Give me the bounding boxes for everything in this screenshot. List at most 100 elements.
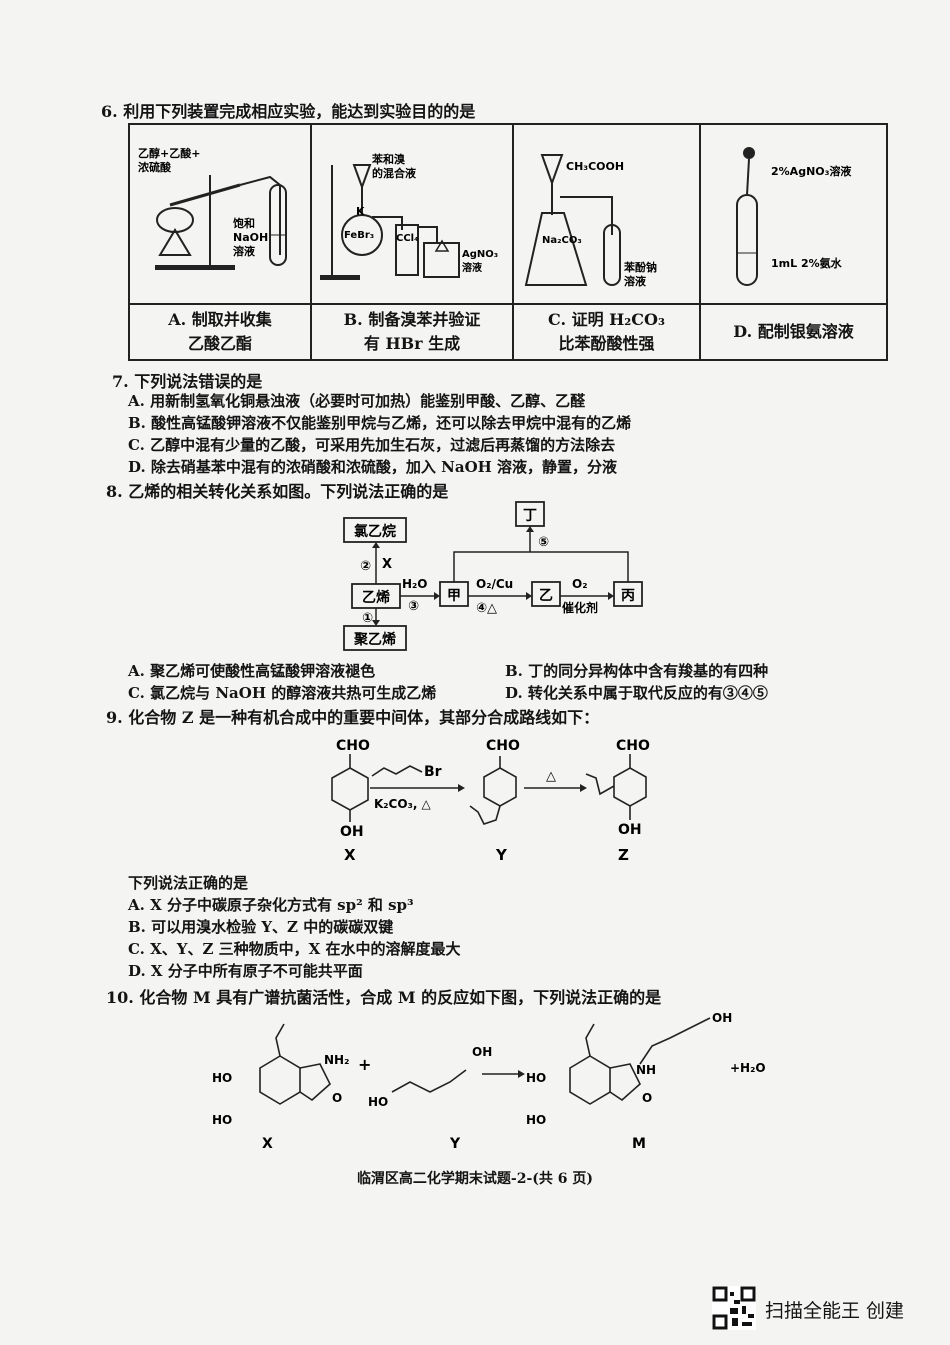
- apparatus-c-label-3: 苯酚钠: [623, 260, 657, 274]
- q10-reaction-scheme: NH₂ O HO HO X + HO OH Y NH O HO HO OH M …: [212, 1011, 766, 1152]
- apparatus-b-label-7: 溶液: [462, 261, 482, 274]
- apparatus-b-caption: B. 制备溴苯并验证有 HBr 生成: [310, 303, 514, 361]
- q7-option-a: A. 用新制氢氧化铜悬浊液（必要时可加热）能鉴别甲酸、乙醇、乙醛: [128, 392, 586, 410]
- scanner-watermark: 扫描全能王 创建: [765, 1300, 905, 1322]
- apparatus-a-label-2: 浓硫酸: [138, 160, 172, 174]
- node-chloroethane: 氯乙烷: [354, 523, 396, 540]
- edge-label-water: H₂O: [402, 577, 428, 591]
- q7-option-c: C. 乙醇中混有少量的乙酸，可采用先加生石灰，过滤后再蒸馏的方法除去: [128, 436, 616, 454]
- edge-label-4: ④△: [476, 601, 497, 616]
- q6-stem: 6. 利用下列装置完成相应实验，能达到实验目的的是: [101, 102, 476, 121]
- q9-synthesis-scheme: CHO OH X Br K₂CO₃, △ CHO Y △ CHO OH Z: [331, 738, 650, 864]
- apparatus-a-label-1: 乙醇+乙酸+: [138, 146, 200, 160]
- q9-option-a: A. X 分子中碳原子杂化方式有 sp² 和 sp³: [128, 896, 414, 914]
- node-polyethylene-box: [343, 625, 407, 651]
- apparatus-b-label-2: 的混合液: [372, 166, 417, 180]
- q9-option-c: C. X、Y、Z 三种物质中，X 在水中的溶解度最大: [128, 940, 461, 958]
- q7-stem: 7. 下列说法错误的是: [112, 372, 263, 391]
- apparatus-d-drawing: 2%AgNO₃溶液 1mL 2%氨水: [736, 147, 852, 286]
- apparatus-b-label-5: CCl₄: [396, 233, 419, 244]
- qr-code-icon: [712, 1286, 756, 1330]
- label-z: Z: [618, 846, 629, 864]
- apparatus-c-figure: CH₃COOH Na₂CO₃ 苯酚钠 溶液: [512, 123, 701, 305]
- q9-option-b: B. 可以用溴水检验 Y、Z 中的碳碳双键: [128, 918, 394, 936]
- q8-option-b: B. 丁的同分异构体中含有羧基的有四种: [505, 662, 769, 680]
- reagent-heat: △: [546, 769, 556, 784]
- reagent-k2co3: K₂CO₃, △: [374, 797, 432, 811]
- x-cho: CHO: [336, 738, 370, 754]
- q8-option-d: D. 转化关系中属于取代反应的有③④⑤: [505, 684, 768, 702]
- q9-stem: 9. 化合物 Z 是一种有机合成中的重要中间体，其部分合成路线如下：: [106, 708, 600, 727]
- apparatus-b-label-4: FeBr₃: [344, 230, 374, 241]
- label-y: Y: [495, 846, 508, 864]
- apparatus-c-label-4: 溶液: [624, 274, 647, 288]
- plus-sign: +: [358, 1055, 371, 1074]
- apparatus-b-label-1: 苯和溴: [371, 152, 406, 166]
- byproduct-water: +H₂O: [730, 1061, 766, 1075]
- apparatus-b-drawing: 苯和溴 的混合液 K FeBr₃ CCl₄ AgNO₃ 溶液: [320, 152, 498, 280]
- q8-option-c: C. 氯乙烷与 NaOH 的醇溶液共热可生成乙烯: [128, 684, 437, 702]
- q8-option-a: A. 聚乙烯可使酸性高锰酸钾溶液褪色: [128, 662, 376, 680]
- apparatus-a-label-3: 饱和: [233, 216, 255, 230]
- m-oh: OH: [712, 1011, 732, 1025]
- page-footer: 临渭区高二化学期末试题-2-(共 6 页): [356, 1171, 594, 1187]
- y-oh: OH: [472, 1045, 492, 1059]
- x-o: O: [332, 1091, 342, 1105]
- edge-label-2: ②: [360, 559, 371, 574]
- x-ho-1: HO: [212, 1071, 232, 1085]
- edge-label-3: ③: [408, 599, 419, 614]
- edge-label-1: ①: [362, 611, 373, 626]
- apparatus-a-figure: 乙醇+乙酸+ 浓硫酸 饱和 NaOH 溶液: [128, 123, 312, 305]
- q8-stem: 8. 乙烯的相关转化关系如图。下列说法正确的是: [106, 482, 449, 501]
- q7-option-b: B. 酸性高锰酸钾溶液不仅能鉴别甲烷与乙烯，还可以除去甲烷中混有的乙烯: [128, 414, 632, 432]
- m-nh: NH: [636, 1063, 656, 1077]
- z-oh: OH: [618, 822, 642, 838]
- edge-label-5: ⑤: [538, 535, 549, 550]
- apparatus-b-label-6: AgNO₃: [462, 249, 498, 260]
- label-y: Y: [449, 1136, 461, 1152]
- apparatus-d-figure: 2%AgNO₃溶液 1mL 2%氨水: [699, 123, 888, 305]
- apparatus-c-drawing: CH₃COOH Na₂CO₃ 苯酚钠 溶液: [524, 154, 657, 288]
- q8-conversion-diagram: 氯乙烷 乙烯 聚乙烯 甲 乙 丙 丁 ② X ① H₂O ③ O₂/Cu ④△ …: [343, 501, 643, 651]
- apparatus-a-drawing: 乙醇+乙酸+ 浓硫酸 饱和 NaOH 溶液: [138, 146, 287, 270]
- m-ho-2: HO: [526, 1113, 546, 1127]
- apparatus-b-label-3: K: [356, 205, 365, 218]
- q10-stem: 10. 化合物 M 具有广谱抗菌活性，合成 M 的反应如下图，下列说法正确的是: [106, 988, 662, 1007]
- label-m: M: [632, 1136, 646, 1152]
- edge-label-o2cu: O₂/Cu: [476, 577, 513, 591]
- apparatus-b-figure: 苯和溴 的混合液 K FeBr₃ CCl₄ AgNO₃ 溶液: [310, 123, 514, 305]
- z-cho: CHO: [616, 738, 650, 754]
- apparatus-d-label-2: 1mL 2%氨水: [771, 256, 843, 270]
- label-x: X: [262, 1136, 273, 1152]
- m-ho-1: HO: [526, 1071, 546, 1085]
- apparatus-d-caption: D. 配制银氨溶液: [699, 303, 888, 361]
- node-yi-box: [531, 581, 561, 607]
- apparatus-a-caption: A. 制取并收集乙酸乙酯: [128, 303, 312, 361]
- q9-intro: 下列说法正确的是: [128, 874, 249, 892]
- x-ho-2: HO: [212, 1113, 232, 1127]
- q9-option-d: D. X 分子中所有原子不可能共平面: [128, 962, 363, 980]
- apparatus-c-label-1: CH₃COOH: [566, 160, 624, 173]
- apparatus-a-label-4: NaOH: [233, 231, 268, 244]
- label-x: X: [344, 846, 356, 864]
- x-oh: OH: [340, 824, 364, 840]
- m-o: O: [642, 1091, 652, 1105]
- apparatus-d-label-1: 2%AgNO₃溶液: [771, 164, 852, 178]
- node-yi: 乙: [539, 588, 553, 604]
- node-ethylene: 乙烯: [362, 589, 390, 606]
- q7-option-d: D. 除去硝基苯中混有的浓硝酸和浓硫酸，加入 NaOH 溶液，静置，分液: [128, 458, 618, 476]
- node-jia: 甲: [447, 588, 461, 604]
- edge-label-o2: O₂: [572, 577, 587, 591]
- apparatus-a-label-5: 溶液: [233, 244, 256, 258]
- edge-label-x: X: [382, 557, 392, 572]
- reagent-br: Br: [424, 764, 442, 780]
- y-ho: HO: [368, 1095, 388, 1109]
- node-bing: 丙: [621, 588, 635, 604]
- node-chloroethane-box: [343, 517, 407, 543]
- edge-label-catalyst: 催化剂: [562, 600, 598, 615]
- node-polyethylene: 聚乙烯: [353, 631, 396, 648]
- node-ding: 丁: [523, 508, 537, 524]
- x-nh2: NH₂: [324, 1053, 349, 1067]
- q6-apparatus-table: 乙醇+乙酸+ 浓硫酸 饱和 NaOH 溶液: [128, 123, 888, 361]
